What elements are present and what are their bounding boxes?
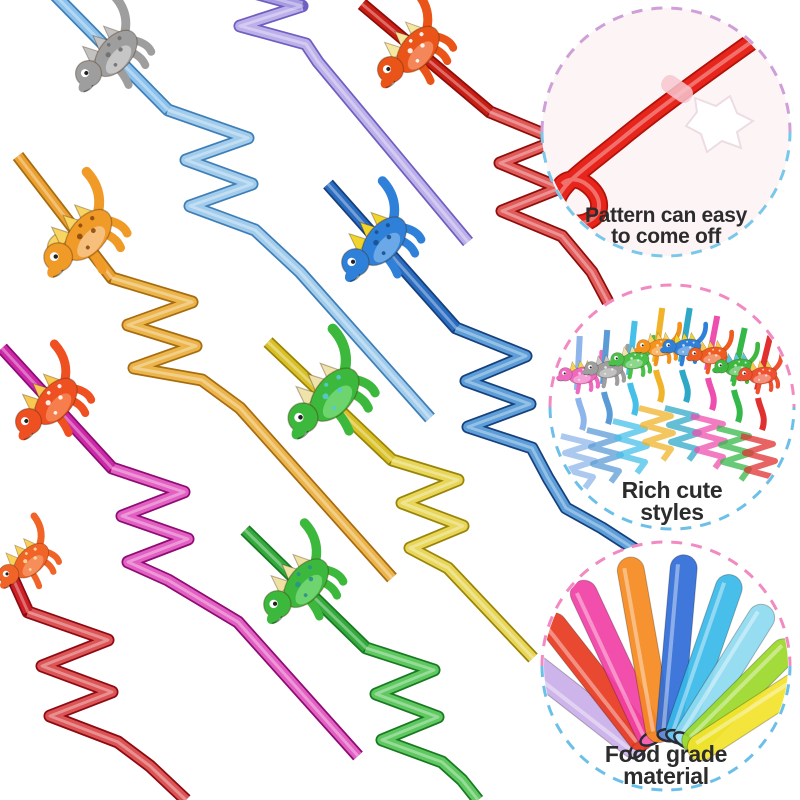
pattern-piece	[684, 94, 755, 154]
straw-red-small	[0, 512, 191, 800]
callout-styles-border-top	[548, 283, 796, 408]
dino-charm-trex	[0, 512, 63, 590]
straw-tube	[686, 671, 788, 762]
dino-charm-raptor	[74, 0, 156, 93]
dino-charm-triceratops	[43, 166, 132, 278]
callout-styles-border-bottom	[548, 406, 796, 531]
dino-charm-spino	[287, 323, 380, 440]
callout-pattern-line2: to come off	[611, 225, 722, 248]
straw-tube	[616, 556, 673, 744]
dinosaur-straws-group	[0, 0, 640, 800]
straw-purple	[233, 0, 473, 247]
callout-material-border-bottom	[540, 665, 792, 792]
dino-charm-trex	[14, 339, 96, 441]
callout-material-line1: Food grade	[605, 741, 727, 767]
straw-blue	[323, 176, 640, 556]
straw-orange	[12, 152, 397, 583]
straw-light-blue	[50, 0, 435, 423]
material-illustration	[544, 554, 788, 762]
callout-styles-line1: Rich cute	[622, 477, 723, 503]
dino-charm-mini	[736, 349, 785, 395]
callout-styles: Rich cute styles	[548, 283, 796, 531]
callout-pattern-border-top	[540, 6, 792, 133]
straw-yellow	[263, 323, 538, 663]
pattern-sleeve	[661, 75, 693, 103]
straw-magenta	[0, 339, 363, 761]
dino-charm-stego	[341, 176, 426, 283]
callout-material-border-top	[540, 540, 792, 667]
callout-pattern: Pattern can easy to come off	[540, 6, 792, 258]
callout-material-line2: material	[623, 763, 709, 789]
dino-charm-trex	[376, 0, 458, 89]
callout-styles-line2: styles	[640, 499, 703, 525]
callout-pattern-border-bottom	[540, 131, 792, 258]
mini-straw	[736, 335, 785, 490]
callout-pattern-line1: Pattern can easy	[585, 204, 748, 227]
dino-charm-stego	[263, 518, 348, 625]
straw-green	[240, 518, 484, 800]
styles-illustration	[556, 307, 785, 490]
callout-material: Food grade material	[540, 540, 792, 792]
mini-straw	[686, 315, 735, 470]
